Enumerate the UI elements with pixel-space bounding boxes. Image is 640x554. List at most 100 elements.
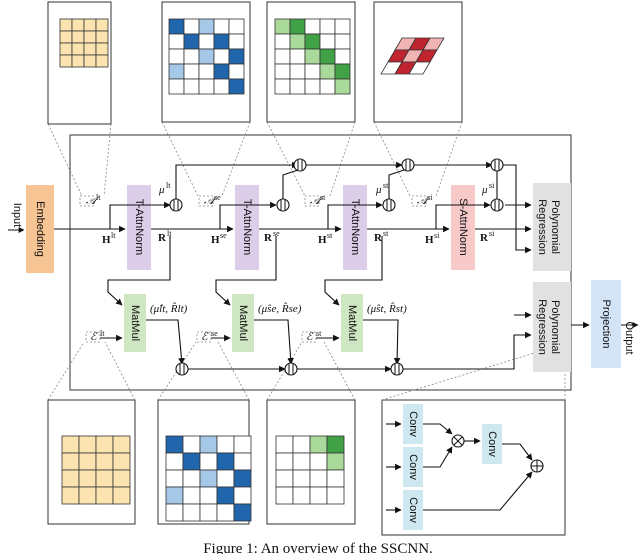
poly-regression-bottom-line1: Polynomial bbox=[549, 300, 561, 354]
inset-leader-lines bbox=[47, 121, 566, 401]
matrix-cell bbox=[95, 435, 114, 454]
matrix-cell bbox=[59, 54, 73, 68]
svg-text:lt: lt bbox=[96, 193, 101, 202]
svg-text:lt: lt bbox=[167, 229, 172, 238]
dashed-tiles bbox=[79, 195, 427, 343]
matrix-cell bbox=[213, 78, 230, 95]
matrix-cell bbox=[334, 63, 351, 80]
matrix-cell bbox=[168, 18, 185, 35]
svg-text:se: se bbox=[273, 229, 280, 238]
embed-symbol-lt: ℰ bbox=[90, 331, 98, 343]
matrix-cell bbox=[289, 48, 306, 65]
matrix-cell bbox=[198, 48, 215, 65]
matrix-cell bbox=[182, 452, 201, 471]
matrix-cell bbox=[275, 452, 294, 471]
conv-block-3 bbox=[403, 490, 423, 530]
matrix-cell bbox=[112, 452, 131, 471]
matrix-cell bbox=[78, 452, 97, 471]
matrix-cell bbox=[334, 48, 351, 65]
matrix-cell bbox=[61, 435, 80, 454]
figure-caption: Figure 1: An overview of the SSCNN. bbox=[203, 541, 433, 554]
matrix-cell bbox=[78, 469, 97, 488]
matrix-cell bbox=[71, 42, 85, 56]
matrix-cell bbox=[199, 435, 218, 454]
matrix-cell bbox=[213, 18, 230, 35]
svg-text:R: R bbox=[158, 232, 167, 244]
matrix-cell bbox=[275, 469, 294, 488]
matrix-cell bbox=[213, 63, 230, 80]
matrix-cell bbox=[309, 486, 328, 505]
svg-text:μ: μ bbox=[481, 184, 488, 196]
matrix-cell bbox=[59, 18, 73, 32]
matrix-cell bbox=[289, 18, 306, 35]
t-attnnorm-st-block bbox=[343, 185, 367, 270]
matrix-cell bbox=[304, 18, 321, 35]
matrix-cell bbox=[198, 78, 215, 95]
matrix-cell bbox=[182, 469, 201, 488]
matrix-cell bbox=[326, 435, 345, 454]
matrix-cell bbox=[274, 48, 291, 65]
matrix-cell bbox=[304, 48, 321, 65]
poly-regression-bottom-block bbox=[533, 282, 571, 372]
svg-text:Conv: Conv bbox=[486, 431, 498, 457]
poly-regression-top-line2: Regression bbox=[536, 199, 548, 255]
svg-text:H: H bbox=[211, 234, 220, 246]
matrix-cell bbox=[165, 503, 184, 522]
matrix-cell bbox=[228, 78, 245, 95]
grid-bottom-se-blue bbox=[165, 435, 252, 522]
matrix-cell bbox=[168, 48, 185, 65]
matmul-3-label: MatMul bbox=[346, 305, 358, 341]
matrix-cell bbox=[334, 33, 351, 50]
svg-text:R: R bbox=[264, 232, 273, 244]
matrix-cell bbox=[304, 33, 321, 50]
matrix-cell bbox=[165, 486, 184, 505]
matrix-cell bbox=[274, 63, 291, 80]
matrix-cell bbox=[274, 18, 291, 35]
matrix-cell bbox=[83, 42, 97, 56]
matrix-cell bbox=[168, 33, 185, 50]
matrix-cell bbox=[95, 486, 114, 505]
projection-block bbox=[591, 280, 621, 368]
t-attnnorm-lt-block bbox=[127, 185, 151, 270]
matrix-cell bbox=[199, 469, 218, 488]
grid-bottom-lt-yellow bbox=[61, 435, 131, 505]
matrix-cell bbox=[199, 503, 218, 522]
matrix-cell bbox=[83, 18, 97, 32]
matrix-cell bbox=[112, 486, 131, 505]
matmul-2-block bbox=[232, 294, 254, 352]
matrix-cell bbox=[78, 486, 97, 505]
matrix-cell bbox=[319, 33, 336, 50]
matrix-cell bbox=[309, 469, 328, 488]
embedding-block bbox=[26, 185, 54, 273]
matrix-cell bbox=[228, 33, 245, 50]
matrix-cell bbox=[59, 30, 73, 44]
matrix-cell bbox=[198, 63, 215, 80]
grid-si-red-parallelogram bbox=[380, 37, 445, 75]
matrix-cell bbox=[304, 63, 321, 80]
conv-block-diagram: Conv Conv Conv Conv bbox=[386, 404, 544, 530]
matrix-cell bbox=[233, 435, 252, 454]
matrix-cell bbox=[216, 452, 235, 471]
matrix-cell bbox=[216, 503, 235, 522]
matmul-1-block bbox=[124, 294, 146, 352]
t-attnnorm-st-label: T-AttnNorm bbox=[349, 199, 361, 255]
output-label: Output bbox=[623, 321, 635, 354]
matrix-cell bbox=[319, 48, 336, 65]
matrix-cell bbox=[83, 54, 97, 68]
matrix-cell bbox=[326, 469, 345, 488]
matrix-cell bbox=[183, 63, 200, 80]
grid-bottom-st-green bbox=[275, 435, 345, 505]
svg-text:H: H bbox=[318, 234, 327, 246]
matrix-cell bbox=[71, 54, 85, 68]
matrix-cell bbox=[78, 435, 97, 454]
matrix-cell bbox=[289, 78, 306, 95]
matrix-cell bbox=[182, 486, 201, 505]
matrix-cell bbox=[292, 435, 311, 454]
projection-label: Projection bbox=[600, 300, 612, 349]
matrix-cell bbox=[304, 78, 321, 95]
matrix-cell bbox=[334, 18, 351, 35]
matrix-cell bbox=[95, 42, 109, 56]
matrix-cell bbox=[95, 30, 109, 44]
matrix-cell bbox=[199, 486, 218, 505]
flow-lines bbox=[54, 161, 590, 373]
